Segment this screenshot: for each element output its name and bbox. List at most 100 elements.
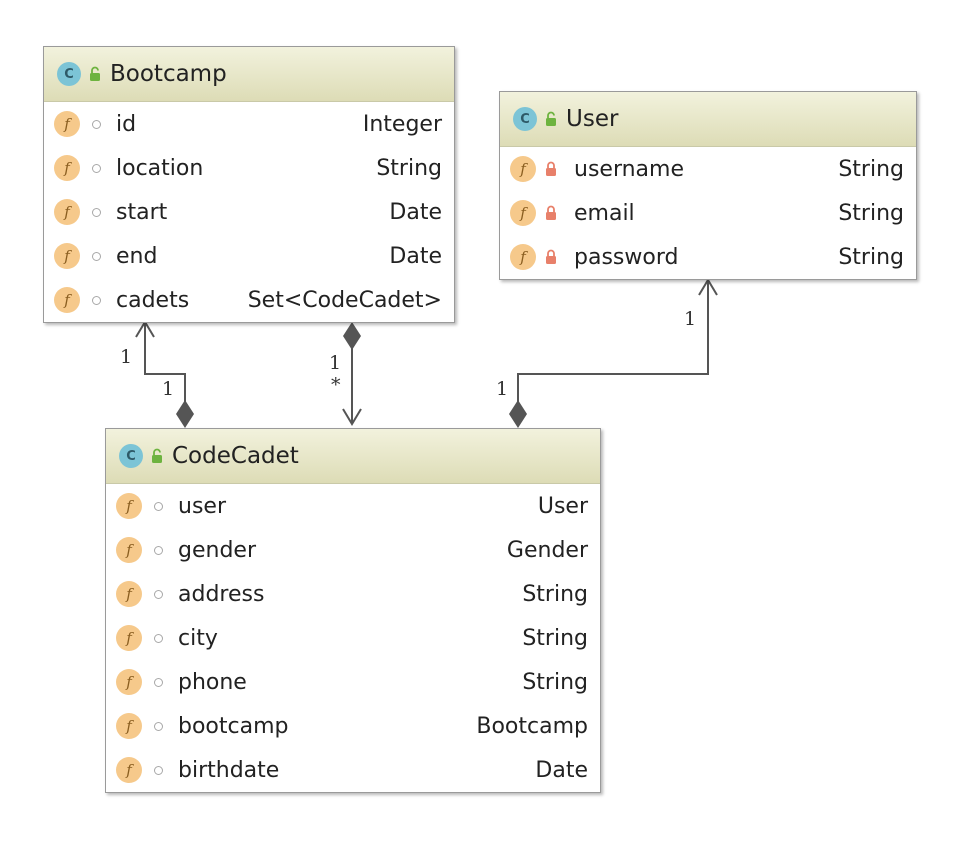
class-bootcamp[interactable]: C Bootcamp f id Integer f location Strin…	[43, 46, 455, 323]
multiplicity-codecadet-user-end: 1	[496, 378, 509, 400]
field-row[interactable]: f phone String	[106, 660, 600, 704]
field-row[interactable]: f user User	[106, 484, 600, 528]
field-type: Date	[535, 757, 588, 783]
field-row[interactable]: f end Date	[44, 234, 454, 278]
field-name: city	[178, 625, 218, 651]
lock-icon	[544, 249, 560, 265]
class-user[interactable]: C User f username String f email String …	[499, 91, 917, 280]
field-icon: f	[54, 155, 80, 181]
field-row[interactable]: f username String	[500, 147, 916, 191]
field-list: f user User f gender Gender f address St…	[106, 484, 600, 792]
package-visibility-icon	[92, 163, 101, 173]
field-type: String	[522, 581, 588, 607]
field-type: String	[522, 669, 588, 695]
field-icon: f	[116, 581, 142, 607]
package-visibility-icon	[154, 721, 163, 731]
field-type: String	[376, 155, 442, 181]
package-visibility-icon	[92, 119, 101, 129]
multiplicity-cadets-source: 1	[329, 352, 342, 374]
field-name: address	[178, 581, 265, 607]
field-row[interactable]: f email String	[500, 191, 916, 235]
field-name: user	[178, 493, 226, 519]
class-header[interactable]: C User	[500, 92, 916, 147]
multiplicity-cadets-target: *	[331, 374, 341, 396]
class-name: Bootcamp	[110, 61, 227, 87]
field-row[interactable]: f cadets Set<CodeCadet>	[44, 278, 454, 322]
field-icon: f	[510, 244, 536, 270]
class-name: CodeCadet	[172, 443, 299, 469]
field-row[interactable]: f password String	[500, 235, 916, 279]
field-row[interactable]: f location String	[44, 146, 454, 190]
field-type: Gender	[506, 537, 588, 563]
class-header[interactable]: C Bootcamp	[44, 47, 454, 102]
lock-icon	[544, 205, 560, 221]
package-visibility-icon	[154, 633, 163, 643]
package-visibility-icon	[154, 677, 163, 687]
field-row[interactable]: f city String	[106, 616, 600, 660]
field-type: Date	[389, 243, 442, 269]
field-icon: f	[54, 111, 80, 137]
field-type: String	[522, 625, 588, 651]
field-row[interactable]: f birthdate Date	[106, 748, 600, 792]
field-name: location	[116, 155, 204, 181]
package-visibility-icon	[92, 207, 101, 217]
class-icon: C	[513, 107, 537, 131]
open-lock-icon	[150, 448, 166, 464]
field-type: String	[838, 200, 904, 226]
field-row[interactable]: f address String	[106, 572, 600, 616]
field-row[interactable]: f gender Gender	[106, 528, 600, 572]
field-icon: f	[116, 669, 142, 695]
field-list: f username String f email String f passw…	[500, 147, 916, 279]
package-visibility-icon	[154, 545, 163, 555]
class-header[interactable]: C CodeCadet	[106, 429, 600, 484]
field-icon: f	[54, 199, 80, 225]
field-row[interactable]: f start Date	[44, 190, 454, 234]
field-name: end	[116, 243, 158, 269]
class-icon: C	[119, 444, 143, 468]
open-lock-icon	[544, 111, 560, 127]
open-lock-icon	[88, 66, 104, 82]
field-name: phone	[178, 669, 247, 695]
multiplicity-bootcamp-end: 1	[120, 346, 133, 368]
package-visibility-icon	[92, 251, 101, 261]
lock-icon	[544, 161, 560, 177]
package-visibility-icon	[154, 589, 163, 599]
field-name: cadets	[116, 287, 190, 313]
field-name: birthdate	[178, 757, 280, 783]
field-type: Set<CodeCadet>	[247, 287, 442, 313]
field-icon: f	[116, 537, 142, 563]
field-list: f id Integer f location String f start D…	[44, 102, 454, 322]
multiplicity-codecadet-end: 1	[162, 378, 175, 400]
package-visibility-icon	[154, 765, 163, 775]
field-type: Bootcamp	[476, 713, 588, 739]
field-name: password	[574, 244, 679, 270]
package-visibility-icon	[92, 295, 101, 305]
field-row[interactable]: f id Integer	[44, 102, 454, 146]
class-icon: C	[57, 62, 81, 86]
association-bootcamp-cadets	[342, 322, 362, 426]
field-type: String	[838, 244, 904, 270]
field-name: id	[116, 111, 137, 137]
class-name: User	[566, 106, 619, 132]
field-type: String	[838, 156, 904, 182]
association-codecadet-user	[509, 278, 718, 428]
association-codecadet-bootcamp	[135, 320, 194, 428]
field-icon: f	[510, 156, 536, 182]
field-name: bootcamp	[178, 713, 289, 739]
field-icon: f	[54, 243, 80, 269]
package-visibility-icon	[154, 501, 163, 511]
field-name: username	[574, 156, 684, 182]
field-row[interactable]: f bootcamp Bootcamp	[106, 704, 600, 748]
field-icon: f	[510, 200, 536, 226]
field-icon: f	[116, 625, 142, 651]
field-name: start	[116, 199, 168, 225]
field-type: Integer	[362, 111, 442, 137]
class-codecadet[interactable]: C CodeCadet f user User f gender Gender …	[105, 428, 601, 793]
field-name: gender	[178, 537, 256, 563]
field-type: Date	[389, 199, 442, 225]
field-icon: f	[54, 287, 80, 313]
field-icon: f	[116, 757, 142, 783]
field-icon: f	[116, 713, 142, 739]
field-icon: f	[116, 493, 142, 519]
